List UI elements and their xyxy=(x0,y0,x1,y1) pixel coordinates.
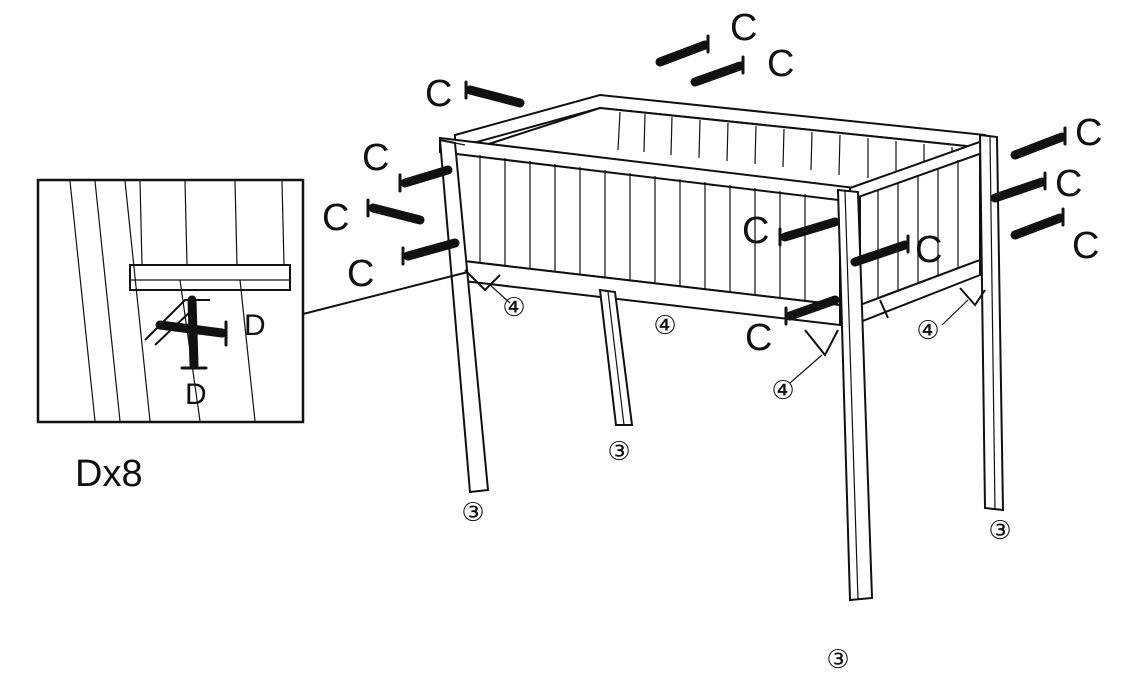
inset-detail: D D xyxy=(36,178,305,424)
screw-c-icon xyxy=(1010,207,1065,240)
brace-labels: ④ ④ ④ ④ xyxy=(502,292,939,405)
screw-d-icon xyxy=(180,295,208,370)
braces xyxy=(464,269,986,357)
planter-frame xyxy=(439,93,986,327)
label-part-3: ③ xyxy=(988,515,1011,545)
screw-c-icon xyxy=(464,80,525,108)
label-c: C xyxy=(915,229,942,271)
label-part-4: ④ xyxy=(502,292,525,322)
label-d: D xyxy=(244,309,266,342)
label-part-3: ③ xyxy=(607,436,630,466)
label-c: C xyxy=(745,317,772,359)
label-c: C xyxy=(730,7,757,49)
screw-c-icon xyxy=(778,217,840,247)
label-part-4: ④ xyxy=(653,310,676,340)
screw-c-icon xyxy=(655,34,710,67)
inset-quantity: Dx8 xyxy=(75,453,143,495)
leader-lines xyxy=(302,271,969,384)
label-c: C xyxy=(1055,163,1082,205)
label-c: C xyxy=(362,137,389,179)
label-part-4: ④ xyxy=(771,375,794,405)
legs xyxy=(438,133,1005,602)
screw-c-labels: C C C C C C C C C C C C xyxy=(322,7,1102,359)
leg-back-right xyxy=(978,133,1005,512)
screw-c-icon xyxy=(366,198,425,225)
screws-c xyxy=(366,34,1067,326)
screw-c-icon xyxy=(850,234,910,267)
screw-c-icon xyxy=(398,165,453,193)
label-c: C xyxy=(1072,225,1099,267)
label-part-4: ④ xyxy=(916,315,939,345)
label-c: C xyxy=(1075,112,1102,154)
leg-labels: ③ ③ ③ ③ xyxy=(461,436,1011,674)
screw-c-icon xyxy=(401,238,460,266)
leg-front-left xyxy=(438,138,490,494)
label-c: C xyxy=(347,253,374,295)
label-d: D xyxy=(185,378,207,411)
label-c: C xyxy=(742,210,769,252)
screw-c-icon xyxy=(990,171,1047,203)
label-part-3: ③ xyxy=(826,644,849,674)
back-planks xyxy=(617,111,953,178)
screw-c-icon xyxy=(784,295,840,326)
screw-c-icon xyxy=(1010,126,1067,160)
leg-front-right xyxy=(836,188,874,602)
label-part-3: ③ xyxy=(461,497,484,527)
side-planks xyxy=(877,160,959,298)
label-c: C xyxy=(425,73,452,115)
screw-c-icon xyxy=(690,55,745,87)
label-c: C xyxy=(322,197,349,239)
label-c: C xyxy=(767,43,794,85)
